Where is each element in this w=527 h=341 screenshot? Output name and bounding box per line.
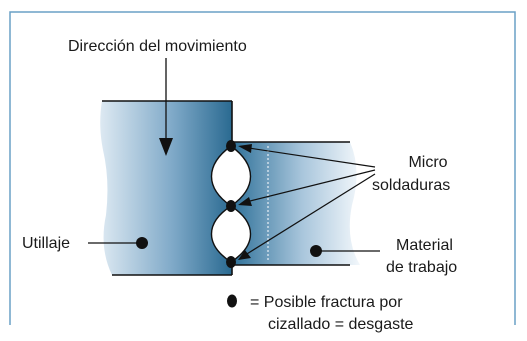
micro-welds-label-line2: soldaduras xyxy=(372,177,451,194)
frame-border xyxy=(9,11,516,325)
material-pointer-dot xyxy=(310,245,322,257)
weld-dot-middle xyxy=(226,200,236,212)
pointer-head-bottom xyxy=(238,250,251,260)
tool-pointer-dot xyxy=(136,237,148,249)
pointer-head-middle xyxy=(238,197,252,206)
tool-label: Utillaje xyxy=(22,235,71,252)
pointer-line-middle xyxy=(241,169,376,204)
workpiece-block xyxy=(232,142,360,265)
pointer-line-bottom xyxy=(241,173,376,258)
material-label-line2: de trabajo xyxy=(386,259,458,276)
legend-text-line2: cizallado = desgaste xyxy=(268,316,414,333)
weld-dot-bottom xyxy=(226,256,236,268)
tool-block xyxy=(100,101,232,275)
direction-label: Dirección del movimiento xyxy=(68,38,247,55)
material-label-line1: Material xyxy=(396,237,453,254)
direction-arrow-head xyxy=(159,138,173,156)
micro-welds-label-line1: Micro xyxy=(408,154,448,171)
pointer-head-top xyxy=(238,144,252,153)
legend-text-line1: = Posible fractura por xyxy=(250,294,403,311)
black-ellipse-icon xyxy=(227,294,237,308)
weld-dot-top xyxy=(226,140,236,152)
pointer-line-top xyxy=(241,146,376,168)
